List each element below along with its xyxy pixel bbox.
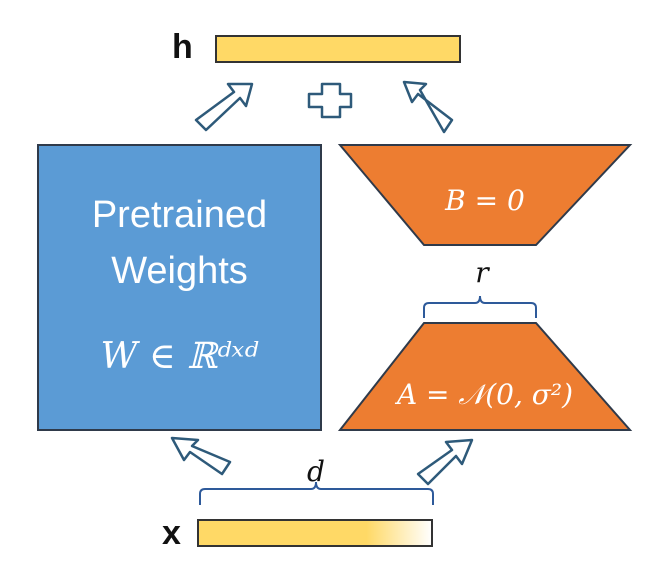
pretrained-title-line1: Pretrained: [91, 194, 268, 236]
arrow-up-right-icon-2: [416, 438, 474, 486]
pretrained-weights-block: [37, 144, 322, 431]
arrow-up-right-icon: [194, 82, 254, 132]
output-label: h: [172, 28, 193, 66]
dimension-label: d: [307, 455, 325, 488]
plus-icon: [307, 82, 353, 119]
dimension-brace: [199, 481, 434, 505]
matrix-a-trapezoid: [337, 322, 633, 431]
input-label: x: [162, 514, 181, 552]
matrix-b-formula: B = 0: [445, 184, 525, 217]
pretrained-title-line2: Weights: [111, 250, 248, 292]
output-vector-h: [215, 35, 461, 63]
rank-label: r: [475, 256, 489, 289]
pretrained-formula: W ∈ ℝᵈˣᵈ: [100, 336, 259, 377]
arrow-up-left-icon: [402, 80, 454, 134]
matrix-a-formula: A = 𝒩(0, σ²): [396, 378, 574, 411]
rank-brace: [423, 295, 537, 318]
arrow-up-left-icon-2: [170, 436, 232, 476]
input-vector-x: [197, 519, 433, 547]
matrix-b-trapezoid: [337, 144, 633, 246]
